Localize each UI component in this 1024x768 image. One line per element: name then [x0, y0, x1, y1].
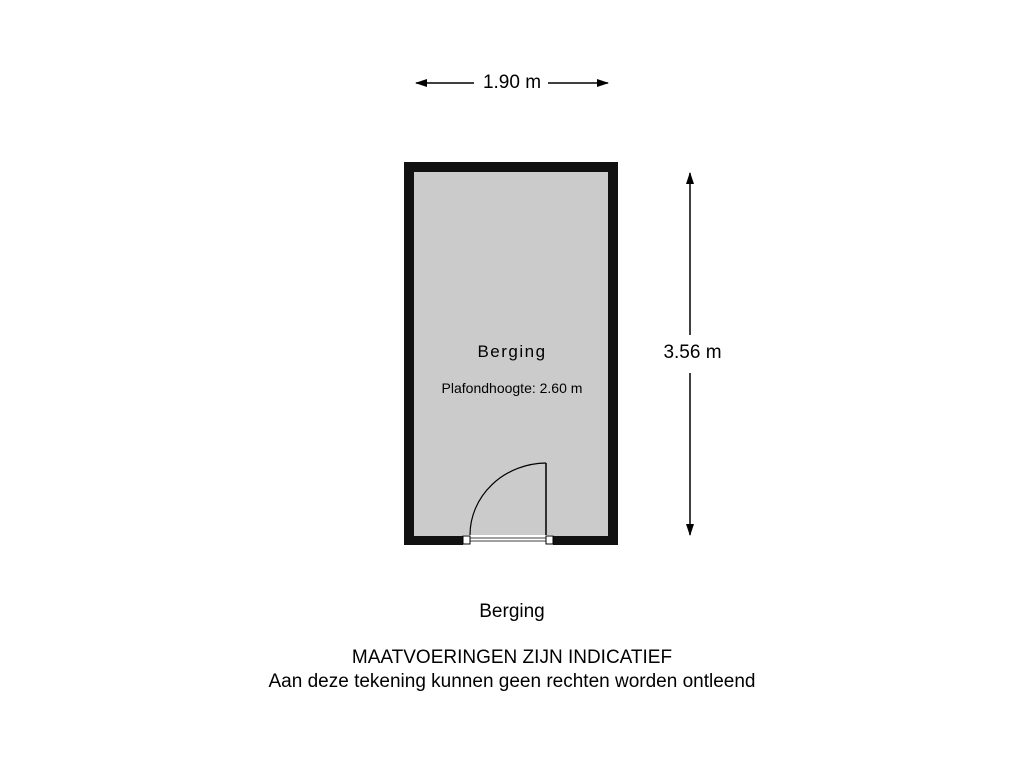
ceiling-height-label: Plafondhoogte: 2.60 m: [441, 380, 583, 396]
height-dimension-label: 3.56 m: [663, 342, 722, 363]
room-floor: [414, 172, 608, 536]
door-opening: [462, 535, 554, 545]
disclaimer-line-1: MAATVOERINGEN ZIJN INDICATIEF: [351, 647, 673, 668]
door-swing: [469, 462, 547, 536]
width-dimension-label: 1.90 m: [482, 72, 542, 93]
floor-title: Berging: [479, 601, 545, 622]
disclaimer-line-2: Aan deze tekening kunnen geen rechten wo…: [268, 671, 756, 692]
room-name-label: Berging: [477, 342, 547, 361]
